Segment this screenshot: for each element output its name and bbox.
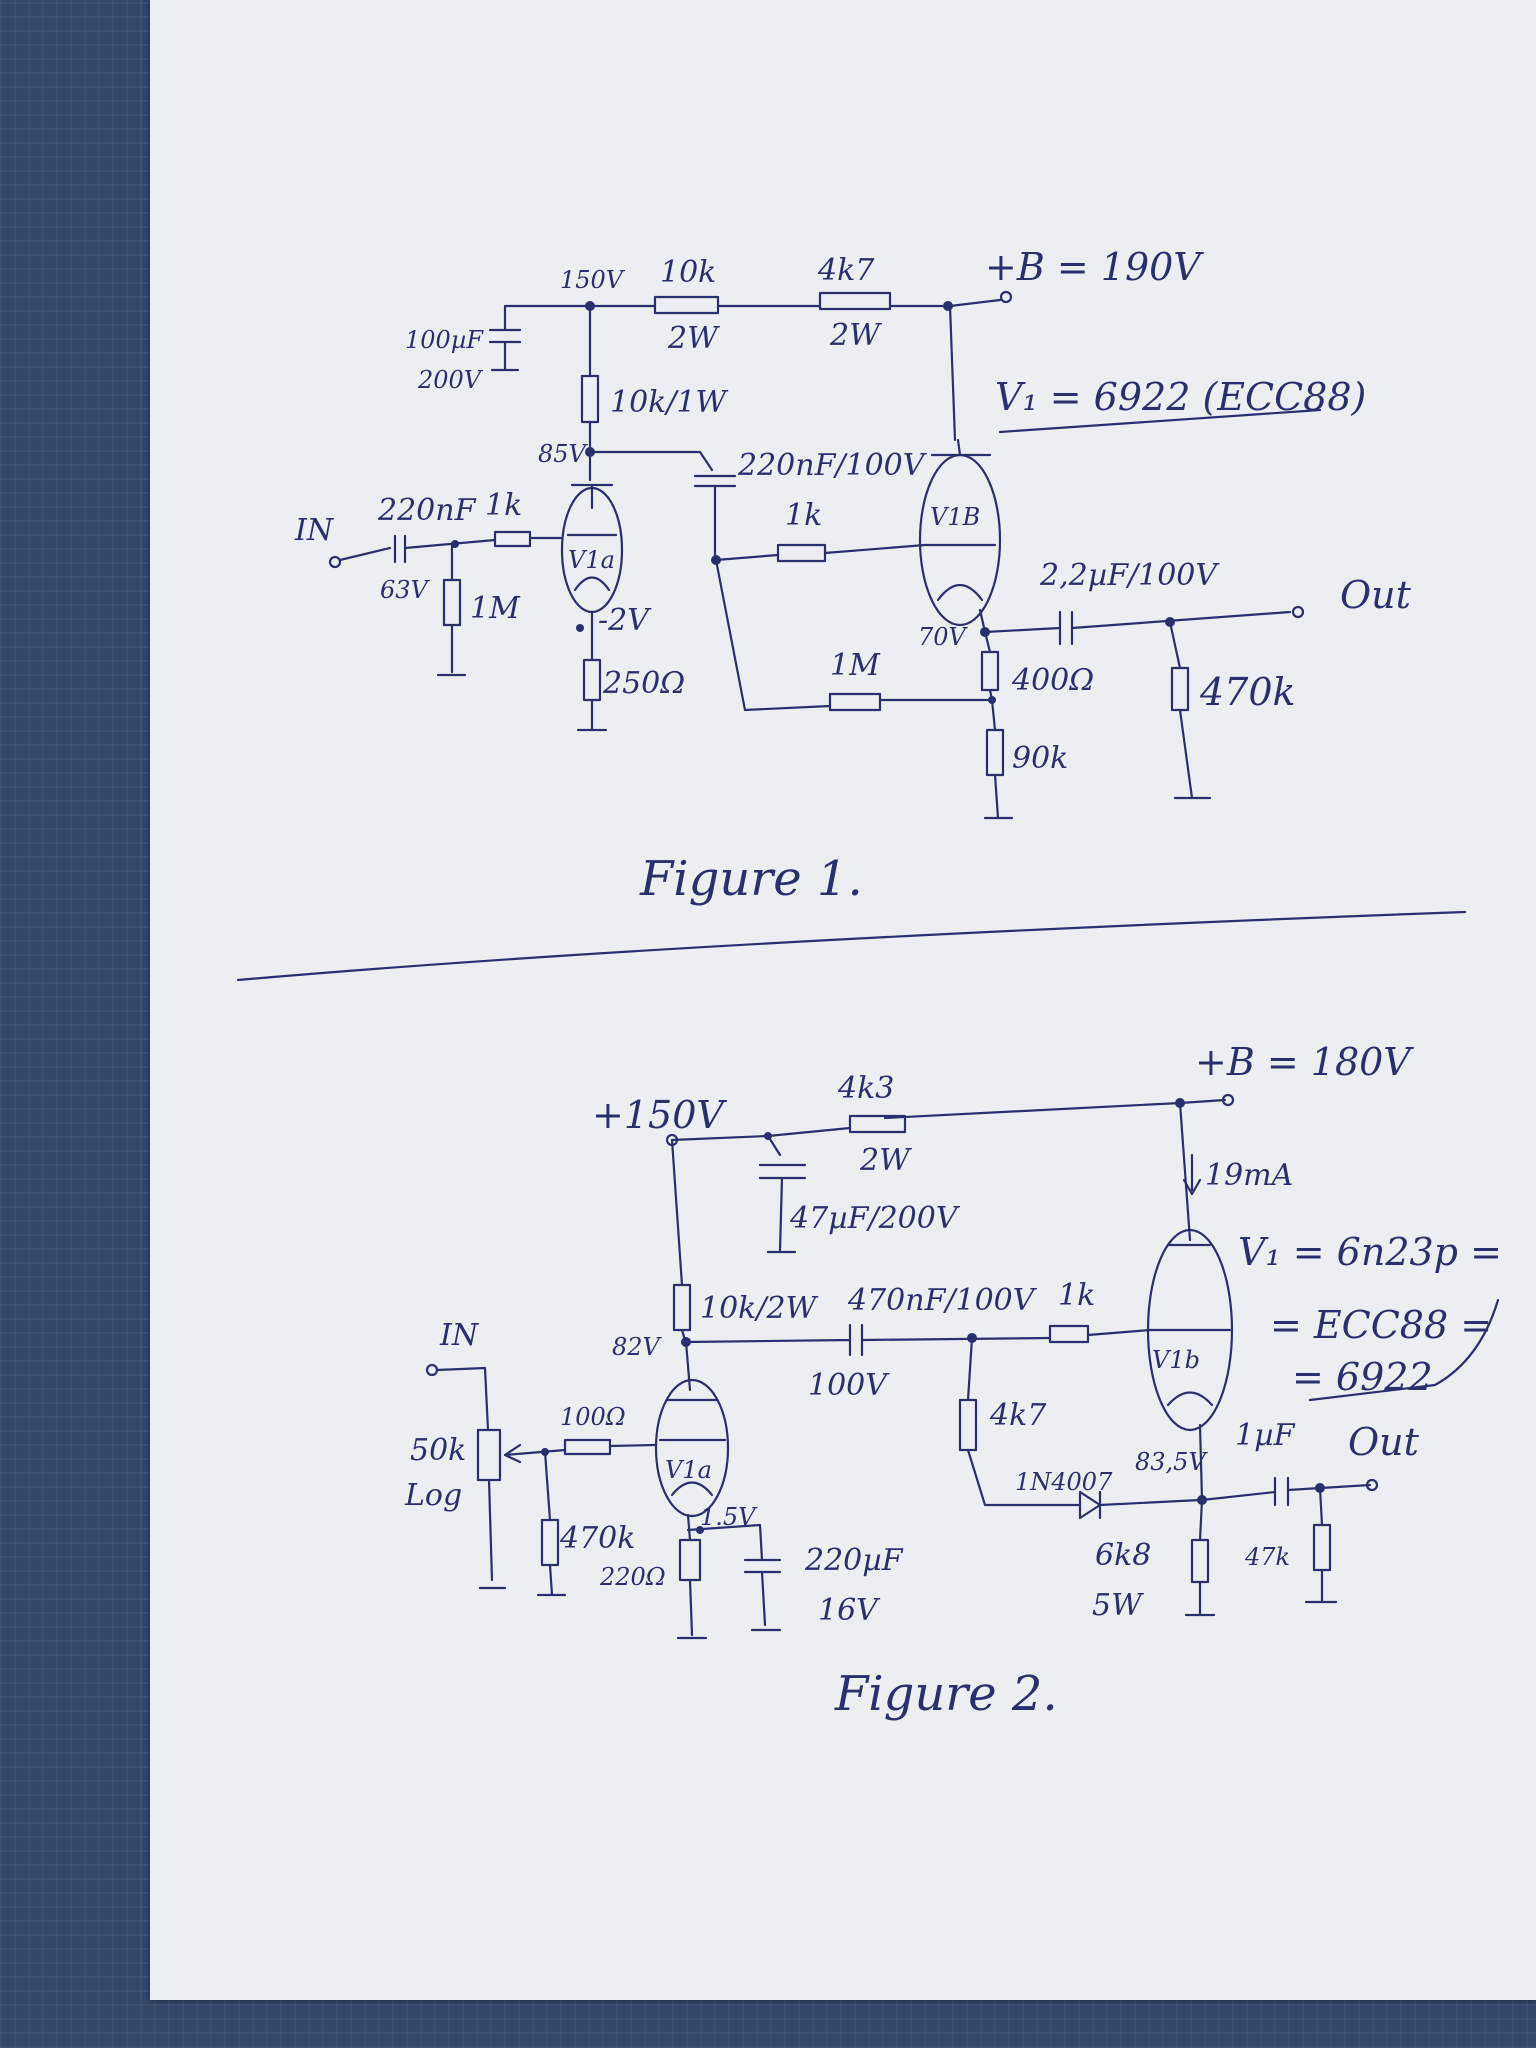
supply-terminal bbox=[999, 290, 1013, 304]
label-47k: 47k bbox=[1244, 1543, 1290, 1571]
input-terminal bbox=[328, 555, 342, 569]
node-b-plus bbox=[943, 301, 953, 311]
label-220nf: 220nF bbox=[377, 493, 477, 528]
label-v1a-2: V1a bbox=[665, 1456, 712, 1484]
resistor-4k7 bbox=[818, 291, 892, 311]
resistor-10k-1w bbox=[580, 374, 600, 424]
label-supply-180v: +B = 180V bbox=[1195, 1040, 1414, 1084]
label-70v: 70V bbox=[918, 623, 969, 651]
label-tube-line-1: V₁ = 6n23p = bbox=[1238, 1230, 1502, 1274]
label-50k: 50k bbox=[410, 1433, 466, 1468]
label-1uf: 1µF bbox=[1235, 1418, 1296, 1453]
tube-v1b-2 bbox=[1146, 1228, 1234, 1432]
label-1k-2: 1k bbox=[1058, 1278, 1095, 1313]
label-out: Out bbox=[1340, 573, 1412, 617]
label-6k8-power: 5W bbox=[1092, 1588, 1144, 1623]
label-4k7: 4k7 bbox=[817, 253, 875, 288]
label-220uf: 220µF bbox=[804, 1543, 904, 1578]
label-1m-grid: 1M bbox=[470, 591, 521, 626]
label-in-2: IN bbox=[439, 1318, 480, 1353]
label-6k8: 6k8 bbox=[1095, 1538, 1151, 1573]
label-10k: 10k bbox=[660, 255, 716, 290]
node-1-5v bbox=[696, 1526, 704, 1534]
resistor-100-ohm bbox=[563, 1438, 612, 1456]
node-feedback-tap bbox=[988, 696, 996, 704]
label-1k-grid: 1k bbox=[485, 488, 522, 523]
label-85v: 85V bbox=[538, 440, 589, 468]
label-250: 250Ω bbox=[602, 666, 685, 701]
label-log: Log bbox=[404, 1478, 462, 1513]
tube-v1b bbox=[918, 453, 1002, 627]
label-63v: 63V bbox=[380, 576, 431, 604]
label-220nf-100v: 220nF/100V bbox=[737, 448, 928, 483]
label-plus-150v: +150V bbox=[592, 1093, 727, 1137]
label-diode: 1N4007 bbox=[1015, 1468, 1113, 1496]
resistor-1m-feedback bbox=[828, 692, 882, 712]
label-in: IN bbox=[294, 513, 335, 548]
output-terminal-2 bbox=[1365, 1478, 1379, 1492]
resistor-1k-2 bbox=[1048, 1324, 1090, 1344]
label-10k-2w: 10k/2W bbox=[700, 1291, 819, 1326]
resistor-1k-grid bbox=[493, 530, 532, 548]
label-tube-line-2: = ECC88 = bbox=[1270, 1303, 1492, 1347]
label-470k: 470k bbox=[1199, 670, 1296, 714]
label-v1b: V1B bbox=[930, 503, 980, 531]
tube-v1a-2 bbox=[654, 1378, 730, 1518]
figure-1: 150V 10k 2W 4k7 2W +B = 190V V₁ = 6922 (… bbox=[294, 245, 1412, 907]
label-out-2: Out bbox=[1348, 1420, 1420, 1464]
figure-2-caption: Figure 2. bbox=[834, 1666, 1058, 1722]
label-100uf: 100µF bbox=[405, 326, 484, 354]
label-90k: 90k bbox=[1012, 741, 1068, 776]
label-4k3-power: 2W bbox=[859, 1143, 912, 1178]
label-1-5v: 1.5V bbox=[700, 1503, 758, 1531]
label-tube-line-3: = 6922 bbox=[1292, 1355, 1433, 1399]
divider-line bbox=[236, 910, 1467, 982]
label-220-ohm: 220Ω bbox=[599, 1563, 666, 1591]
label-470nf-volt: 100V bbox=[808, 1368, 890, 1403]
label-470k-2: 470k bbox=[559, 1521, 635, 1556]
label-100uf-volt: 200V bbox=[417, 366, 484, 394]
label-v1a: V1a bbox=[568, 546, 615, 574]
label-2-2uf: 2,2µF/100V bbox=[1039, 558, 1220, 593]
label-470nf: 470nF/100V bbox=[847, 1283, 1038, 1318]
node-cathode-a bbox=[576, 624, 584, 632]
supply-terminal-2 bbox=[1221, 1093, 1235, 1107]
label-100-ohm: 100Ω bbox=[560, 1403, 626, 1431]
label-47uf: 47µF/200V bbox=[789, 1201, 961, 1236]
output-terminal bbox=[1291, 605, 1305, 619]
label-1k-b: 1k bbox=[785, 498, 822, 533]
label-minus-2v: -2V bbox=[598, 603, 652, 638]
label-19ma: 19mA bbox=[1205, 1158, 1293, 1193]
label-10k-1w: 10k/1W bbox=[610, 385, 729, 420]
paper-sheet bbox=[150, 0, 1536, 2000]
label-4k7-2: 4k7 bbox=[989, 1398, 1047, 1433]
label-83v: 83,5V bbox=[1135, 1448, 1208, 1476]
label-4k7-power: 2W bbox=[829, 318, 882, 353]
label-150v: 150V bbox=[560, 266, 626, 294]
label-1m-feedback: 1M bbox=[830, 648, 881, 683]
resistor-4k3 bbox=[848, 1114, 907, 1134]
label-16v: 16V bbox=[818, 1593, 881, 1628]
label-10k-power: 2W bbox=[667, 321, 720, 356]
resistor-10k bbox=[653, 295, 720, 315]
label-82v: 82V bbox=[612, 1333, 663, 1361]
figure-1-caption: Figure 1. bbox=[639, 851, 863, 907]
resistor-1k-b bbox=[776, 543, 827, 563]
label-tube-type: V₁ = 6922 (ECC88) bbox=[995, 375, 1366, 419]
label-400: 400Ω bbox=[1011, 663, 1094, 698]
input-terminal-2 bbox=[425, 1363, 439, 1377]
label-4k3: 4k3 bbox=[837, 1071, 894, 1106]
figure-2: +B = 180V +150V 4k3 2W 47µF/200V 19mA V₁… bbox=[404, 1040, 1502, 1722]
label-supply-190v: +B = 190V bbox=[985, 245, 1204, 289]
label-v1b-2: V1b bbox=[1152, 1346, 1200, 1374]
